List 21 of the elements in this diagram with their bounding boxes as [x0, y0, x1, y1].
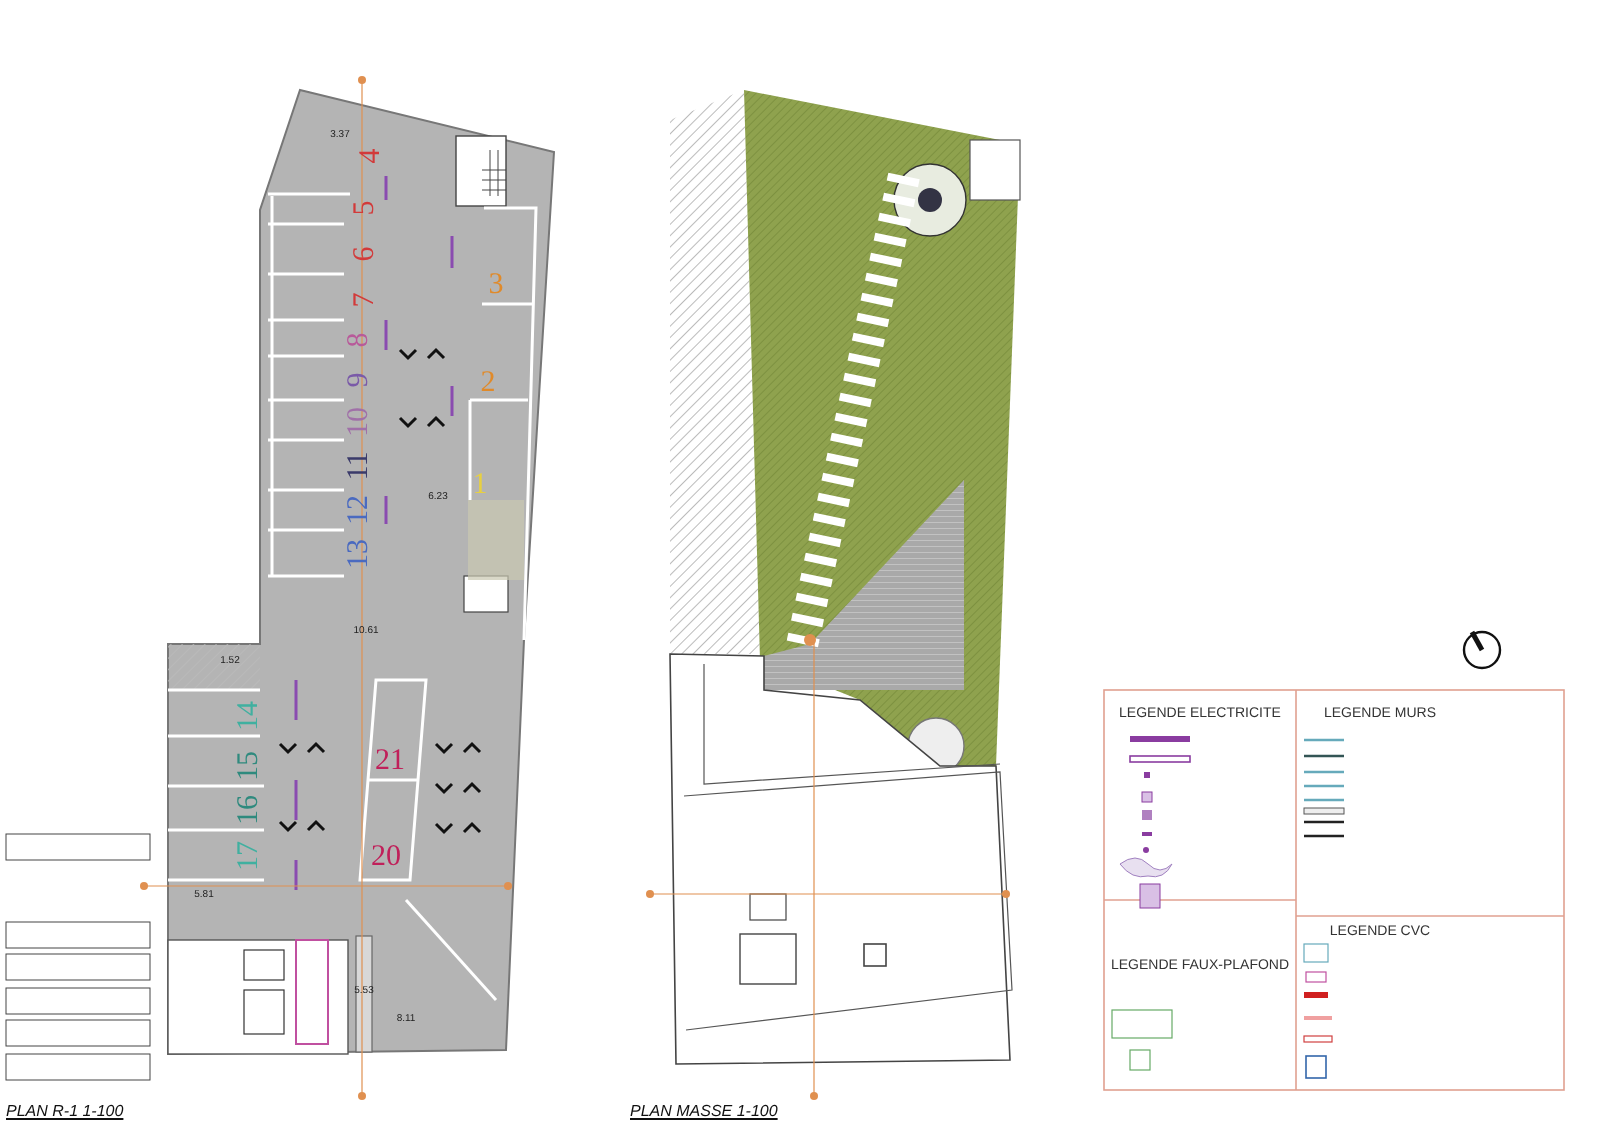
parking-space-number: 5 [351, 200, 381, 216]
parking-space-number: 8 [345, 332, 375, 348]
parking-space-number: 1 [472, 471, 488, 501]
parking-space-number: 4 [357, 148, 387, 164]
parking-space-number: 17 [235, 841, 265, 871]
parking-space-number: 14 [235, 701, 265, 731]
parking-space-number: 7 [351, 292, 381, 308]
parking-space-number: 15 [235, 751, 265, 781]
parking-space-number: 20 [371, 843, 401, 873]
parking-space-number: 16 [235, 795, 265, 825]
parking-space-number: 11 [345, 451, 375, 481]
plan-title: PLAN R-1 1-100 [6, 1104, 124, 1120]
parking-space-number: 3 [488, 271, 504, 301]
parking-space-number: 2 [480, 369, 496, 399]
parking-space-number: 21 [375, 747, 405, 777]
parking-space-number: 12 [345, 495, 375, 525]
parking-space-number: 10 [345, 407, 375, 437]
parking-space-number: 13 [345, 539, 375, 569]
parking-space-number: 6 [351, 246, 381, 262]
plan-title: PLAN MASSE 1-100 [630, 1104, 778, 1120]
parking-space-number: 9 [345, 372, 375, 388]
